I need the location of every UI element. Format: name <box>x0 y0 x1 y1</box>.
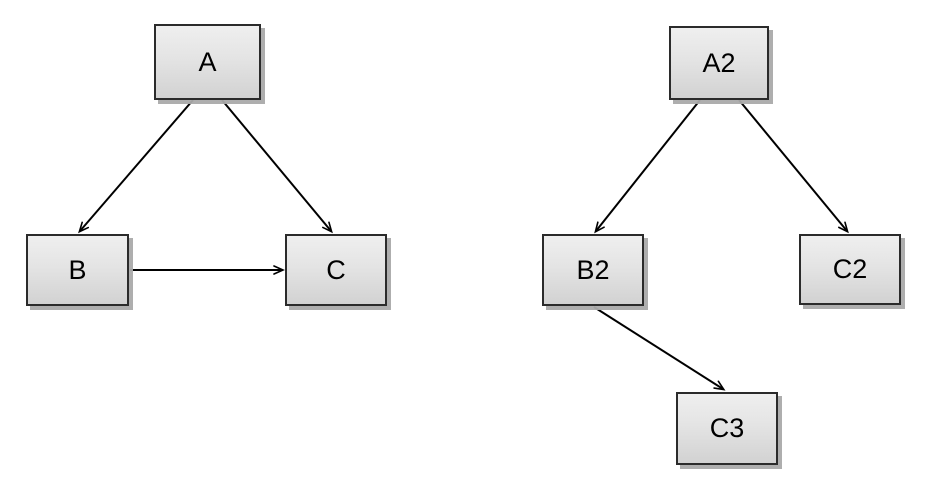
node-b[interactable]: B <box>26 234 129 306</box>
edge-a-to-b <box>78 99 194 234</box>
edge-a2-to-b2 <box>594 99 701 234</box>
node-b-label: B <box>68 254 87 285</box>
node-b2-label: B2 <box>576 254 610 285</box>
edge-a2-to-c2 <box>738 99 849 234</box>
node-c2-label: C2 <box>832 254 868 284</box>
node-a2[interactable]: A2 <box>669 26 769 100</box>
node-c2[interactable]: C2 <box>799 234 901 305</box>
node-c-label: C <box>326 254 346 285</box>
node-a-label: A <box>198 46 217 77</box>
node-a2-label: A2 <box>702 47 736 78</box>
node-a[interactable]: A <box>154 24 261 100</box>
node-c[interactable]: C <box>285 234 387 306</box>
node-c3-label: C3 <box>709 413 745 443</box>
node-c3[interactable]: C3 <box>676 392 778 465</box>
node-b2[interactable]: B2 <box>542 234 644 306</box>
edge-a-to-c <box>221 99 333 234</box>
edge-b2-to-c3 <box>593 306 726 391</box>
